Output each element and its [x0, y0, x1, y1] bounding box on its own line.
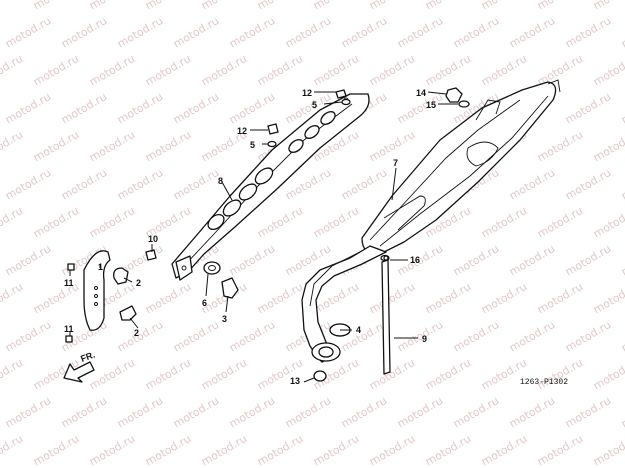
callout-3: 3	[222, 314, 227, 324]
callout-12-lower: 12	[237, 126, 247, 136]
callout-5-lower: 5	[250, 140, 255, 150]
washer-15	[458, 100, 470, 108]
callout-2-upper: 2	[136, 278, 141, 288]
callout-labels: 12 5 12 5 8 7 14 15 10 11 11 1 2 2 6 3 4…	[64, 88, 436, 386]
callout-14: 14	[416, 88, 426, 98]
clamp-2a	[113, 267, 129, 285]
bolt-11b	[65, 335, 73, 343]
collar-6	[203, 261, 221, 275]
nut-14	[445, 87, 463, 103]
left-protector	[83, 250, 111, 331]
callout-13: 13	[290, 376, 300, 386]
bolt-10	[145, 249, 157, 261]
leader-lines	[69, 91, 458, 383]
heat-shield	[171, 93, 370, 281]
bolt-12a	[335, 89, 347, 99]
exhaust-pipe	[301, 245, 387, 363]
callout-7: 7	[393, 158, 398, 168]
callout-4: 4	[356, 325, 361, 335]
drain-tube	[380, 254, 391, 375]
bolt-11a	[67, 263, 75, 271]
diagram-code: 1263-P1302	[520, 378, 568, 387]
callout-8: 8	[218, 176, 223, 186]
direction-label: FR.	[79, 350, 96, 364]
callout-5-upper: 5	[312, 100, 317, 110]
callout-16: 16	[410, 255, 420, 265]
callout-11-upper: 11	[64, 278, 74, 288]
washer-5a	[341, 98, 351, 106]
callout-15: 15	[426, 100, 436, 110]
callout-6: 6	[202, 298, 207, 308]
callout-1: 1	[98, 262, 103, 272]
muffler-body	[361, 79, 561, 255]
callout-2-lower: 2	[134, 328, 139, 338]
clip-16	[383, 255, 389, 261]
clamp-2b	[119, 305, 137, 321]
bolt-12b	[267, 123, 279, 135]
callout-12-upper: 12	[302, 88, 312, 98]
callout-9: 9	[422, 334, 427, 344]
callout-11-lower: 11	[64, 324, 74, 334]
clip-3	[221, 277, 239, 299]
washer-5b	[267, 140, 277, 148]
callout-10: 10	[148, 234, 158, 244]
front-direction-arrow: FR.	[63, 350, 96, 383]
